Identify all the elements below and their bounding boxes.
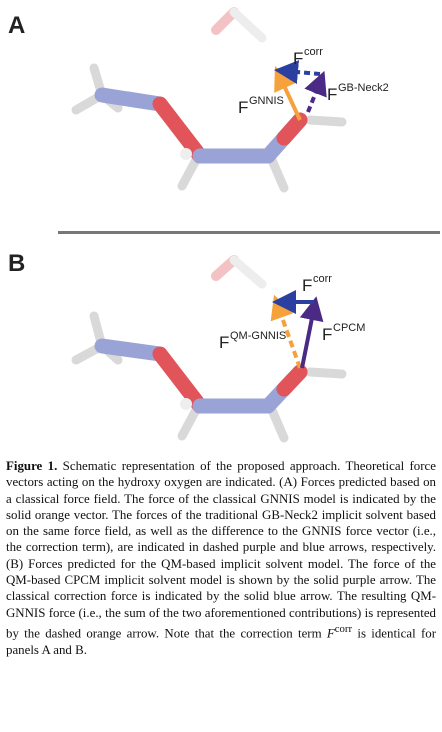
correction-force-arrow [274, 60, 321, 85]
panel-b-letter: B [8, 250, 26, 277]
label-fgnnis-sup: GNNIS [249, 95, 284, 107]
cpcm-force-arrow [299, 296, 324, 369]
figure: A [0, 0, 442, 451]
hydrogen-atom-highlight [180, 398, 192, 410]
label-fgbneck2-sup: GB-Neck2 [338, 82, 389, 94]
molecule-backbone [94, 338, 308, 414]
label-fcpcm-main: F [322, 325, 332, 344]
label-fcorr-sup: corr [313, 273, 332, 285]
panel-b-molecule-diagram: F corr F QM-GNNIS F CPCM [71, 255, 365, 443]
label-fqmgnnis-main: F [219, 333, 229, 352]
caption-text: Schematic representation of the proposed… [6, 459, 436, 641]
label-fcorr-main: F [302, 276, 312, 295]
label-fcorr-sup: corr [304, 46, 323, 58]
caption-tail: is identical for panels A and B. [6, 626, 436, 657]
water-molecule [211, 255, 267, 289]
caption-term-main: F [326, 626, 335, 641]
panel-a-molecule-diagram: F corr F GNNIS F GB-Neck2 [71, 7, 389, 193]
gb-neck2-force-arrow [304, 70, 327, 113]
label-fcpcm-sup: CPCM [333, 322, 365, 334]
label-fcorr-main: F [293, 49, 303, 68]
panel-a: A [0, 0, 442, 225]
panel-divider [58, 231, 440, 234]
label-fgnnis-main: F [238, 98, 248, 117]
molecule-backbone [94, 87, 308, 164]
water-molecule [211, 7, 267, 43]
caption-term-sup: corr [334, 622, 353, 635]
label-fgbneck2-main: F [327, 85, 337, 104]
panel-a-letter: A [8, 12, 26, 39]
panel-b: B [0, 236, 442, 451]
caption-label: Figure 1. [6, 459, 58, 473]
figure-caption: Figure 1. Schematic representation of th… [6, 458, 436, 658]
hydrogen-atom-highlight [180, 148, 192, 160]
gnnis-force-arrow [274, 66, 302, 121]
label-fqmgnnis-sup: QM-GNNIS [230, 330, 286, 342]
